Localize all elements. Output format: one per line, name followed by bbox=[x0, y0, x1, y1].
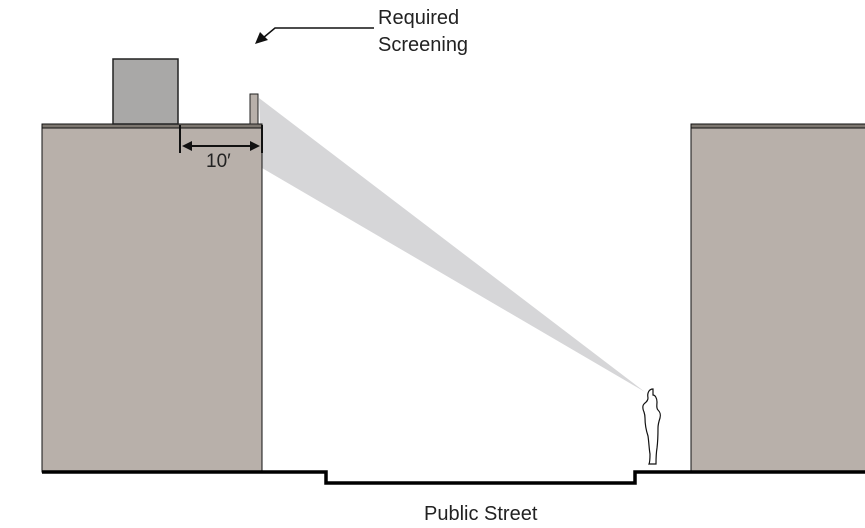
right-building bbox=[690, 126, 865, 473]
annotation-line-1: Required bbox=[378, 7, 460, 29]
pedestrian-silhouette-icon bbox=[642, 388, 661, 465]
public-street-label: Public Street bbox=[424, 503, 538, 525]
ground-line bbox=[42, 470, 865, 485]
left-building bbox=[41, 126, 263, 473]
sightline-cone bbox=[259, 98, 645, 392]
dimension-10ft bbox=[179, 125, 263, 153]
right-roof-parapet bbox=[690, 123, 865, 129]
annotation-line-2: Screening bbox=[378, 34, 469, 56]
rooftop-screen bbox=[249, 93, 259, 125]
dimension-label: 10′ bbox=[206, 151, 231, 172]
annotation-leader-arrow bbox=[255, 27, 374, 44]
required-screening-label: Required Screening bbox=[378, 5, 468, 59]
rooftop-mechanical-unit bbox=[112, 58, 179, 125]
